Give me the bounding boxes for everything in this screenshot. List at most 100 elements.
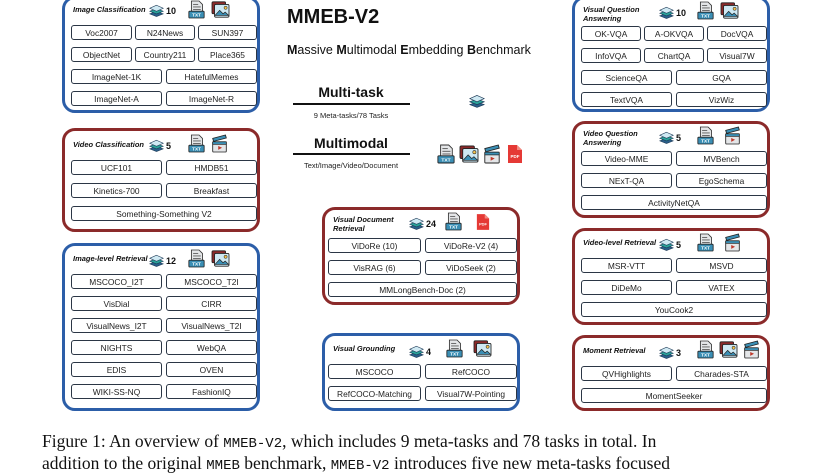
task-chip: Something-Something V2 xyxy=(71,206,257,221)
task-chip: RefCOCO xyxy=(425,364,517,379)
task-chip: MSR-VTT xyxy=(581,258,672,273)
caption-line: Figure 1: An overview of MMEB-V2, which … xyxy=(42,432,832,454)
task-chip: OVEN xyxy=(166,362,257,377)
task-chip: ChartQA xyxy=(644,48,704,63)
caption-line: addition to the original MMEB benchmark,… xyxy=(42,454,832,476)
modality-icons xyxy=(188,134,228,153)
modality-icons xyxy=(697,233,741,252)
video-clapper-icon xyxy=(724,126,741,145)
image-icon xyxy=(211,1,230,18)
task-chip: WIKI-SS-NQ xyxy=(71,384,162,399)
task-chip: NExT-QA xyxy=(581,173,672,188)
figure-caption: Figure 1: An overview of MMEB-V2, which … xyxy=(42,432,832,476)
task-chip: EgoSchema xyxy=(676,173,767,188)
multimodal-heading: Multimodal xyxy=(314,135,388,151)
task-count: 5 xyxy=(149,138,171,153)
task-chip: ImageNet-1K xyxy=(71,69,162,84)
caption-text: , which includes 9 meta-tasks and 78 tas… xyxy=(282,431,657,451)
task-count-value: 24 xyxy=(426,218,437,229)
subtitle-initial: M xyxy=(336,43,347,57)
text-file-icon xyxy=(188,0,205,19)
modality-icons xyxy=(437,144,523,164)
task-chip: Place365 xyxy=(198,47,257,62)
panel-video-question-answering: Video Question Answering 5 Video-MME MVB… xyxy=(572,121,770,218)
task-chip: MSCOCO_T2I xyxy=(166,274,257,289)
panel-title-line: Video Question xyxy=(583,129,638,138)
panel-video-classification: Video Classification 5 UCF101 HMDB51 Kin… xyxy=(62,128,260,232)
task-chip: Visual7W xyxy=(707,48,767,63)
task-chip: HMDB51 xyxy=(166,160,257,175)
pdf-icon xyxy=(476,213,490,231)
layers-icon xyxy=(659,130,674,145)
task-count: 12 xyxy=(149,253,176,268)
task-chip: VisualNews_I2T xyxy=(71,318,162,333)
caption-text: introduces five new meta-tasks focused xyxy=(389,453,670,473)
task-count-value: 5 xyxy=(676,239,682,250)
task-chip: Kinetics-700 xyxy=(71,183,162,198)
caption-text: Figure 1: An overview of xyxy=(42,431,224,451)
multitask-subtext: 9 Meta-tasks/78 Tasks xyxy=(313,111,389,120)
layers-icon xyxy=(409,344,424,359)
task-chip: SUN397 xyxy=(198,25,257,40)
task-chip: ViDoSeek (2) xyxy=(425,260,517,275)
task-count-value: 12 xyxy=(166,255,177,266)
task-chip: FashionIQ xyxy=(166,384,257,399)
panel-title: Video Question Answering xyxy=(583,129,638,147)
task-chip: Breakfast xyxy=(166,183,257,198)
task-chip: Video-MME xyxy=(581,151,672,166)
layers-icon xyxy=(659,345,674,360)
panel-image-classification: Image Classification 10 Voc2007 N24News … xyxy=(62,0,260,113)
subtitle-initial: B xyxy=(466,43,476,57)
image-icon xyxy=(720,2,739,19)
text-file-icon xyxy=(697,126,714,145)
task-count: 24 xyxy=(409,216,436,231)
subtitle-word: mbedding xyxy=(408,43,467,57)
task-chip: Voc2007 xyxy=(71,25,132,40)
multitask-heading: Multi-task xyxy=(318,84,384,100)
image-icon xyxy=(473,340,492,357)
panel-title: Image-level Retrieval xyxy=(73,254,148,263)
panel-moment-retrieval: Moment Retrieval 3 QVHighlights Charades… xyxy=(572,335,770,411)
task-chip: N24News xyxy=(135,25,195,40)
subtitle-word: ultimodal xyxy=(346,43,401,57)
task-chip: ViDoRe-V2 (4) xyxy=(425,238,517,253)
text-file-icon xyxy=(188,134,205,153)
task-count: 5 xyxy=(659,130,681,145)
modality-icons xyxy=(446,339,492,358)
task-count-value: 10 xyxy=(166,5,177,16)
task-chip: Charades-STA xyxy=(676,366,767,381)
caption-text: addition to the original xyxy=(42,453,207,473)
panel-title: Video-level Retrieval xyxy=(583,238,657,247)
task-chip: VisualNews_T2I xyxy=(166,318,257,333)
panel-title: Visual Grounding xyxy=(333,344,396,353)
panel-visual-question-answering: Visual Question Answering 10 OK-VQA A-OK… xyxy=(572,0,770,112)
task-chip: DiDeMo xyxy=(581,280,672,295)
task-count-value: 4 xyxy=(426,346,432,357)
panel-title-line: Answering xyxy=(583,14,622,23)
task-chip: QVHighlights xyxy=(581,366,672,381)
task-count: 5 xyxy=(659,237,681,252)
panel-title-line: Visual Question xyxy=(583,5,640,14)
task-count-value: 10 xyxy=(676,7,687,18)
task-chip: WebQA xyxy=(166,340,257,355)
task-chip: MVBench xyxy=(676,151,767,166)
modality-icons xyxy=(697,1,739,20)
task-count: 3 xyxy=(659,345,681,360)
task-chip: ImageNet-R xyxy=(166,91,257,106)
panel-title: Video Classification xyxy=(73,140,144,149)
task-chip: VATEX xyxy=(676,280,767,295)
task-chip: InfoVQA xyxy=(581,48,641,63)
image-icon xyxy=(211,250,230,267)
task-chip: MSVD xyxy=(676,258,767,273)
modality-icons xyxy=(445,212,490,231)
multimodal-subtext: Text/Image/Video/Document xyxy=(303,161,399,170)
text-file-icon xyxy=(697,340,714,359)
modality-icons xyxy=(697,340,760,359)
panel-visual-grounding: Visual Grounding 4 MSCOCO RefCOCO RefCOC… xyxy=(322,333,520,411)
task-count-value: 3 xyxy=(676,347,682,358)
task-chip: MSCOCO xyxy=(328,364,421,379)
multitask-divider xyxy=(293,103,410,105)
panel-title-line: Visual Document xyxy=(333,215,394,224)
task-chip: MMLongBench-Doc (2) xyxy=(328,282,517,297)
layers-icon xyxy=(469,93,485,109)
